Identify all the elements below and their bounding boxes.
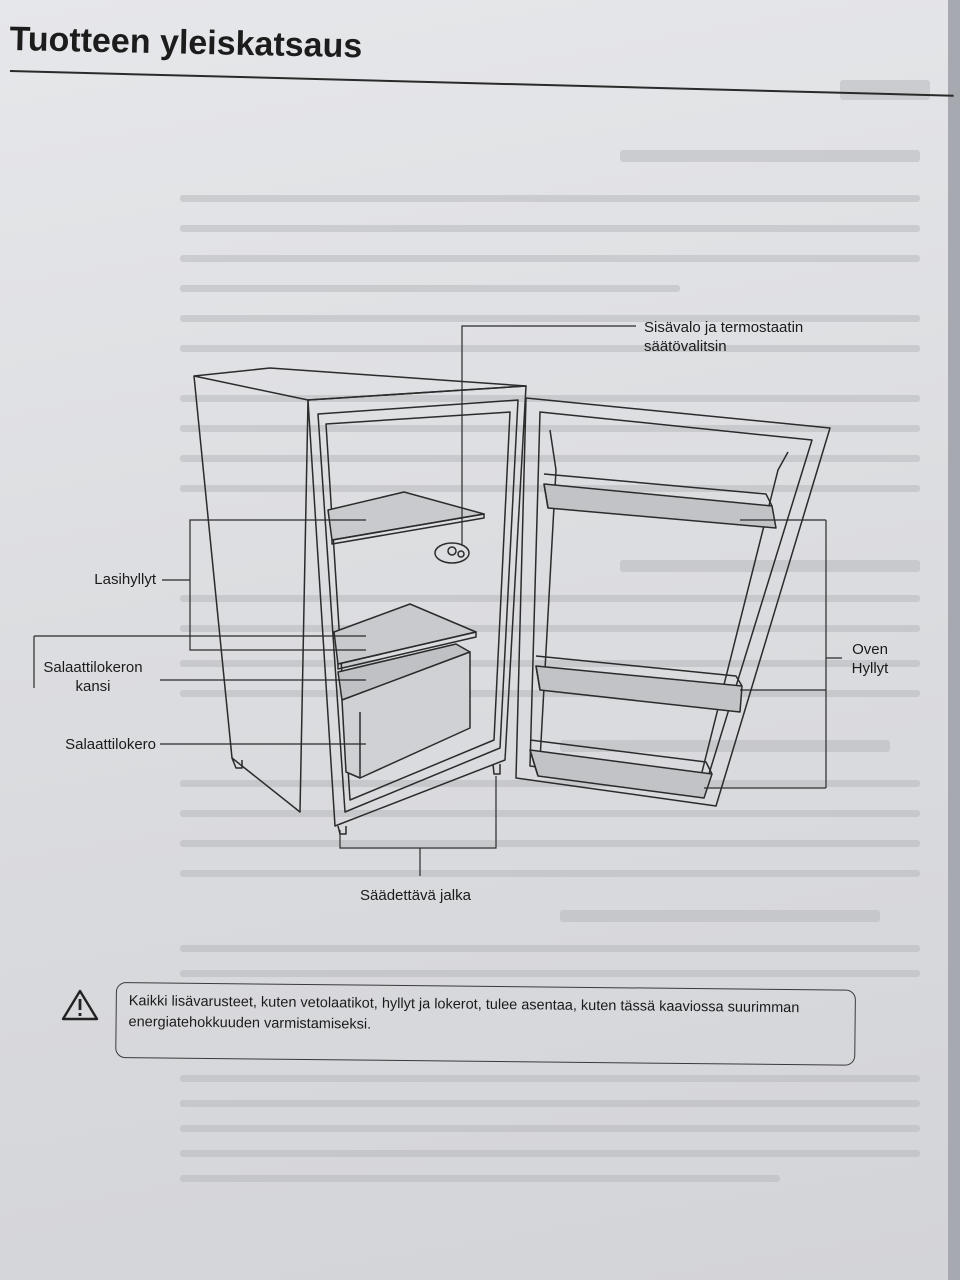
thermostat-knob — [434, 542, 470, 564]
cabinet-side — [193, 375, 309, 813]
cabinet-liner — [317, 399, 519, 813]
warning-triangle-icon — [61, 989, 99, 1021]
leader-interior-light — [461, 325, 636, 546]
installation-note-text: Kaikki lisävarusteet, kuten vetolaatikot… — [128, 993, 800, 1033]
leader-left-bracket — [33, 635, 366, 688]
label-interior-light: Sisävalo ja termostaatin säätövalitsin — [644, 319, 804, 355]
label-glass-shelves: Lasihyllyt — [94, 571, 156, 588]
door-shelf-top — [543, 483, 777, 529]
cabinet-top — [193, 367, 527, 401]
page-edge — [948, 0, 960, 1280]
label-crisper-cover: Salaattilokeron kansi — [43, 659, 143, 695]
refrigerator-door — [515, 397, 831, 807]
door-shelf-bottom — [529, 749, 713, 799]
label-door-shelves: Oven Hyllyt — [851, 641, 889, 677]
crisper-drawer — [341, 651, 471, 779]
label-adjustable-foot: Säädettävä jalka — [360, 887, 471, 904]
leader-door-shelves — [704, 519, 842, 789]
cabinet-front — [307, 385, 527, 827]
leader-adjustable-foot — [339, 776, 497, 876]
glass-shelf-upper — [327, 491, 485, 541]
label-crisper: Salaattilokero — [65, 736, 156, 753]
leader-glass-shelves — [162, 519, 366, 651]
installation-note-box: Kaikki lisävarusteet, kuten vetolaatikot… — [115, 982, 856, 1066]
